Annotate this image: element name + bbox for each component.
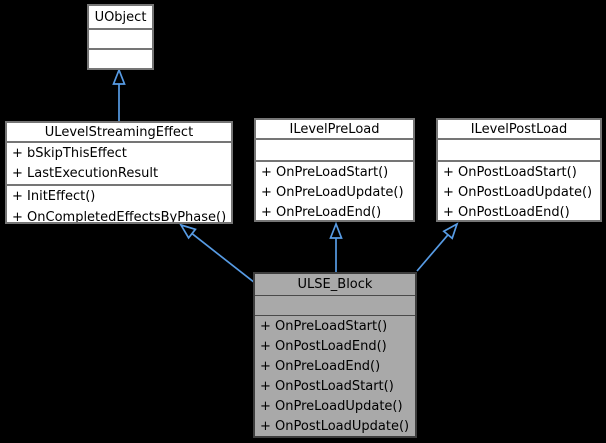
inheritance-edge-block-to-postload xyxy=(416,222,459,272)
method-row: + OnPostLoadStart() xyxy=(443,165,577,180)
method-row: + OnCompletedEffectsByPhase() xyxy=(12,209,227,223)
class-title: UObject xyxy=(89,6,152,30)
class-node-ulse-block[interactable]: ULSE_Block + OnPreLoadStart() + OnPostLo… xyxy=(253,272,417,438)
class-node-ilevelpreload[interactable]: ILevelPreLoad + OnPreLoadStart() + OnPre… xyxy=(254,118,415,222)
method-row: + OnPostLoadEnd() xyxy=(260,339,387,354)
method-row: + OnPostLoadStart() xyxy=(260,379,394,394)
attribute-row: + LastExecutionResult xyxy=(12,166,159,181)
method-row: + OnPreLoadStart() xyxy=(260,319,388,334)
methods-compartment xyxy=(89,50,152,68)
inheritance-edge-block-to-preload xyxy=(329,221,343,272)
method-row: + OnPreLoadStart() xyxy=(261,165,389,180)
attributes-compartment xyxy=(438,140,600,162)
method-row: + OnPostLoadUpdate() xyxy=(443,185,593,200)
method-row: + InitEffect() xyxy=(12,189,96,204)
methods-compartment: + InitEffect() + OnCompletedEffectsByPha… xyxy=(7,186,231,222)
class-title: ILevelPostLoad xyxy=(438,120,600,140)
class-node-ilevelpostload[interactable]: ILevelPostLoad + OnPostLoadStart() + OnP… xyxy=(436,118,602,222)
inheritance-edge-streaming-to-uobject xyxy=(112,67,126,121)
methods-compartment: + OnPostLoadStart() + OnPostLoadUpdate()… xyxy=(438,162,600,220)
inheritance-edge-block-to-streaming xyxy=(179,223,256,284)
class-node-ulevelstreamingeffect[interactable]: ULevelStreamingEffect + bSkipThisEffect … xyxy=(5,121,233,224)
class-node-uobject[interactable]: UObject xyxy=(87,4,154,70)
attributes-compartment xyxy=(255,296,415,316)
attributes-compartment xyxy=(256,140,413,162)
methods-compartment: + OnPreLoadStart() + OnPostLoadEnd() + O… xyxy=(255,316,415,436)
method-row: + OnPreLoadEnd() xyxy=(260,359,381,374)
method-row: + OnPreLoadEnd() xyxy=(261,205,382,220)
class-title: ILevelPreLoad xyxy=(256,120,413,140)
class-title: ULevelStreamingEffect xyxy=(7,123,231,143)
method-row: + OnPreLoadUpdate() xyxy=(261,185,404,200)
method-row: + OnPostLoadEnd() xyxy=(443,205,570,220)
attributes-compartment xyxy=(89,30,152,50)
class-title: ULSE_Block xyxy=(255,274,415,296)
method-row: + OnPostLoadUpdate() xyxy=(260,419,410,434)
attributes-compartment: + bSkipThisEffect + LastExecutionResult xyxy=(7,143,231,186)
methods-compartment: + OnPreLoadStart() + OnPreLoadUpdate() +… xyxy=(256,162,413,220)
method-row: + OnPreLoadUpdate() xyxy=(260,399,403,414)
attribute-row: + bSkipThisEffect xyxy=(12,146,127,161)
